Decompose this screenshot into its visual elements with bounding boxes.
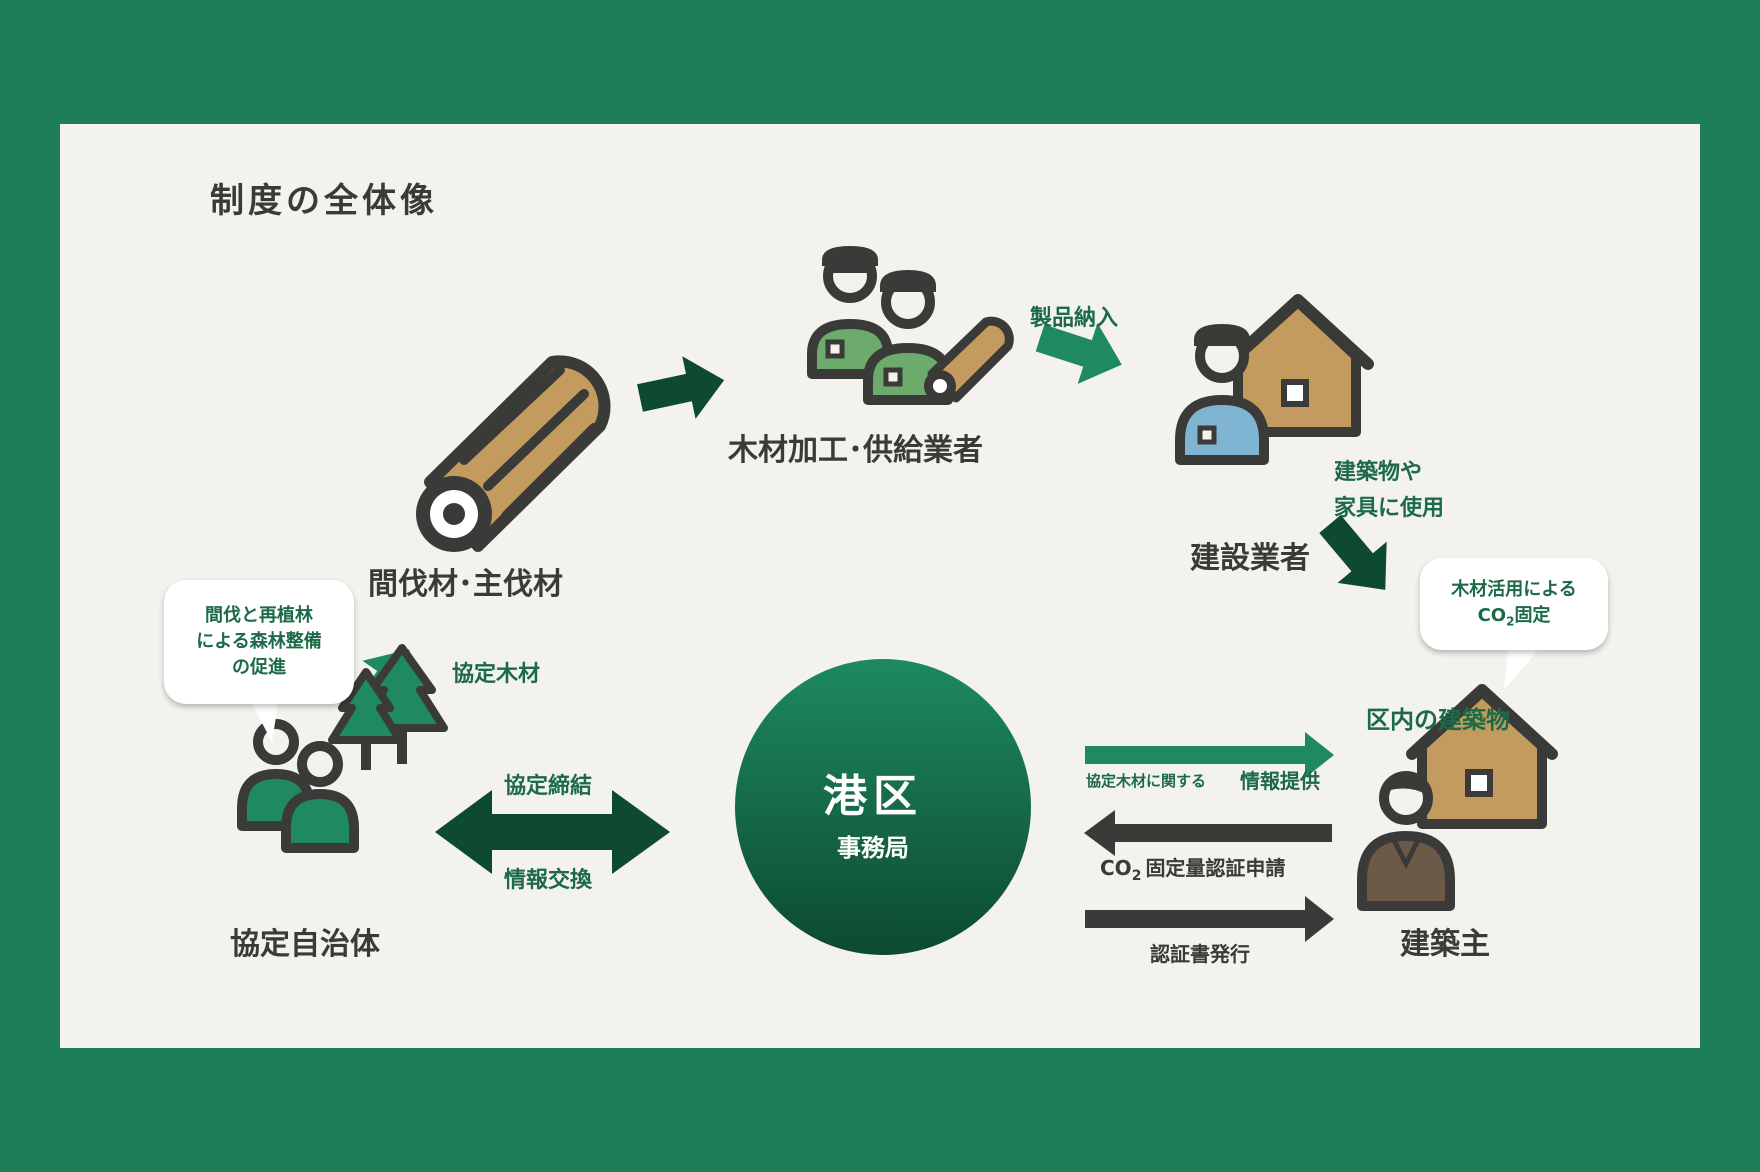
co2-bubble-tail	[1504, 648, 1540, 690]
office-circle	[735, 659, 1031, 955]
owner-label: 建築主	[1400, 927, 1490, 962]
use-label-line1: 建築物や	[1334, 460, 1423, 485]
owner-icon	[1357, 684, 1558, 911]
arrow-to-processor	[637, 356, 725, 419]
info-provide-label: 情報提供	[1240, 769, 1320, 793]
diagram-graphics	[237, 246, 1558, 955]
log-icon	[416, 355, 611, 552]
forest-bubble-line2: による森林整備	[196, 630, 322, 652]
cert-issue-arrow	[1085, 896, 1334, 942]
info-about-label: 協定木材に関する	[1086, 772, 1207, 790]
office-name: 港区	[823, 771, 923, 822]
builder-icon	[1175, 294, 1374, 465]
agreement-label: 協定締結	[504, 774, 593, 799]
co2-apply-arrow	[1084, 810, 1332, 856]
cert-issue-label: 認証書発行	[1150, 942, 1250, 966]
agreement-double-arrow	[435, 790, 670, 874]
diagram-panel: 制度の全体像 間伐材･主伐材 木材加工･供給業者 建設業者 区内の建築物 建築主…	[60, 124, 1700, 1048]
forest-bubble-tail	[252, 704, 278, 742]
forest-bubble-line1: 間伐と再植林	[205, 604, 313, 626]
forest-bubble: 間伐と再植林 による森林整備 の促進	[164, 580, 354, 704]
buildings-label: 区内の建築物	[1366, 706, 1510, 734]
forest-bubble-line3: の促進	[232, 657, 286, 679]
builder-label: 建設業者	[1190, 541, 1310, 576]
product-delivery-label: 製品納入	[1030, 306, 1119, 331]
processor-workers-icon	[807, 246, 1014, 405]
diagram-title: 制度の全体像	[210, 181, 438, 221]
co2-apply-prefix: CO	[1100, 856, 1132, 880]
co2-bubble: 木材活用による CO2固定	[1420, 558, 1608, 650]
processor-label: 木材加工･供給業者	[728, 433, 983, 468]
co2-apply-sub: 2	[1131, 868, 1142, 884]
municipality-label: 協定自治体	[230, 927, 380, 962]
office-sub: 事務局	[837, 834, 909, 862]
use-label-line2: 家具に使用	[1334, 496, 1445, 521]
co2-bubble-prefix: CO	[1477, 605, 1507, 627]
info-provide-arrow	[1085, 732, 1334, 778]
co2-bubble-sub: 2	[1506, 614, 1515, 629]
info-exchange-label: 情報交換	[504, 868, 593, 893]
agreement-wood-label: 協定木材	[452, 662, 541, 687]
co2-bubble-line2: CO2固定	[1478, 603, 1551, 631]
logs-label: 間伐材･主伐材	[368, 567, 563, 602]
co2-bubble-line1: 木材活用による	[1451, 578, 1577, 600]
co2-bubble-suffix: 固定	[1514, 605, 1551, 627]
municipality-icon	[237, 644, 448, 853]
arrow-to-builder	[1035, 323, 1122, 384]
co2-apply-text: 固定量認証申請	[1145, 856, 1286, 880]
arrow-to-buildings	[1319, 515, 1387, 590]
